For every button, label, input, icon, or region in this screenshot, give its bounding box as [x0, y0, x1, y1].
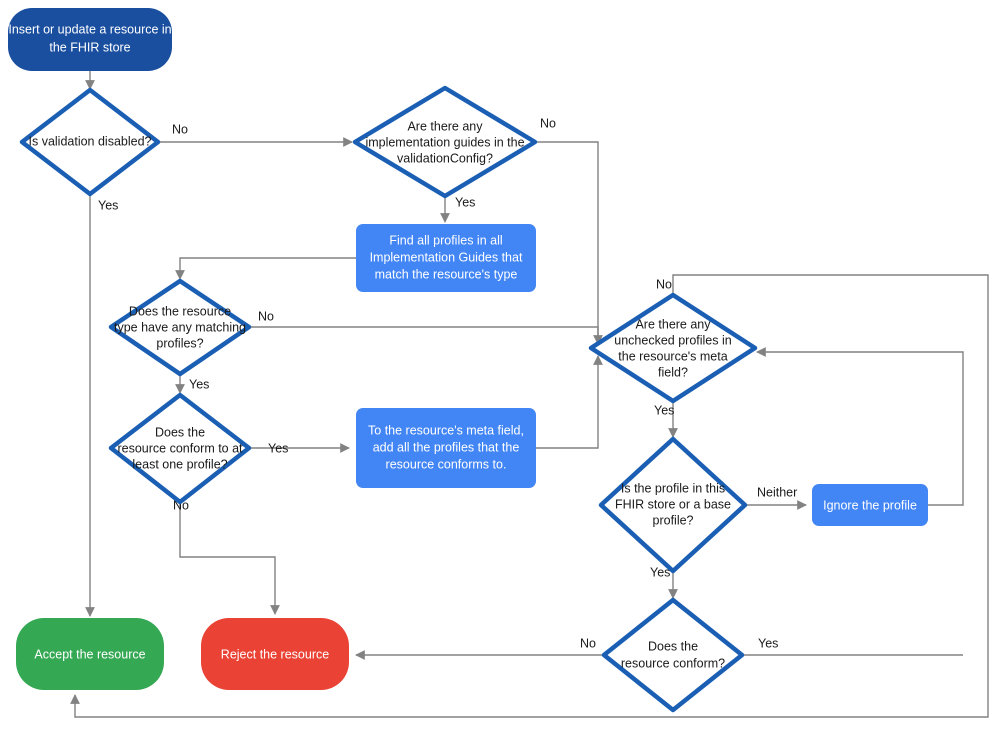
profile-in-store-label-line-1: Is the profile in this [621, 481, 725, 495]
matching-profiles-label-line-2: type have any matching [114, 320, 246, 334]
edge-label-unchecked-no: No [656, 277, 672, 291]
matching-profiles-shape [108, 278, 252, 377]
accept-shape [16, 618, 164, 690]
conform-one-profile-label-line-3: least one profile? [132, 457, 227, 471]
edge-label-validation-no: No [172, 122, 188, 136]
edge-label-resourceconform-no: No [580, 636, 596, 650]
add-profiles-meta-label-line-3: resource conforms to. [386, 457, 507, 471]
implementation-guides-shape [352, 85, 538, 199]
conform-one-profile-label-line-1: Does the [155, 425, 205, 439]
start-label-line-2: the FHIR store [49, 40, 130, 54]
edge-label-ig-no: No [540, 116, 556, 130]
node-matching-profiles[interactable]: Does the resource type have any matching… [108, 278, 252, 377]
node-ignore-profile[interactable]: Ignore the profile [812, 484, 928, 526]
edge-label-ig-yes: Yes [455, 195, 475, 209]
node-conform-one-profile[interactable]: Does the resource conform to at least on… [108, 392, 252, 505]
edge-addmeta-to-unchecked [536, 355, 603, 449]
reject-label: Reject the resource [221, 647, 329, 661]
resource-conform-shape [601, 597, 745, 713]
find-profiles-label-line-3: match the resource's type [375, 267, 518, 281]
implementation-guides-label-line-1: Are there any [407, 119, 483, 133]
edge-findprofiles-to-matching [175, 257, 356, 280]
edge-label-matching-no: No [258, 309, 274, 323]
find-profiles-shape [356, 224, 536, 292]
ignore-profile-shape [812, 484, 928, 526]
node-find-profiles[interactable]: Find all profiles in all Implementation … [356, 224, 536, 292]
accept-label: Accept the resource [34, 647, 145, 661]
matching-profiles-label-line-1: Does the resource [129, 304, 231, 318]
node-profile-in-store[interactable]: Is the profile in this FHIR store or a b… [598, 436, 748, 574]
edge-label-profilestore-neither: Neither [757, 485, 797, 499]
edge-ignore-to-unchecked [756, 347, 964, 506]
matching-profiles-label-line-3: profiles? [156, 336, 203, 350]
edge-label-matching-yes: Yes [189, 377, 209, 391]
profile-in-store-label-line-3: profile? [653, 513, 694, 527]
edge-conformone-no [179, 504, 280, 615]
edge-label-profilestore-yes: Yes [650, 565, 670, 579]
reject-shape [201, 618, 349, 690]
find-profiles-label-line-1: Find all profiles in all [389, 233, 502, 247]
add-profiles-meta-shape [356, 408, 536, 488]
node-validation-disabled[interactable]: Is validation disabled? [19, 87, 161, 197]
edge-unchecked-no [70, 274, 989, 718]
add-profiles-meta-label-line-1: To the resource's meta field, [368, 423, 524, 437]
edge-matching-no [249, 326, 603, 345]
edge-label-unchecked-yes: Yes [654, 403, 674, 417]
start-shape [8, 8, 172, 71]
profile-in-store-label-line-2: FHIR store or a base [615, 497, 731, 511]
node-add-profiles-meta[interactable]: To the resource's meta field, add all th… [356, 408, 536, 488]
conform-one-profile-shape [108, 392, 252, 505]
edges-layer [70, 71, 989, 718]
implementation-guides-label-line-2: implementation guides in the [365, 135, 524, 149]
implementation-guides-label-line-3: validationConfig? [397, 151, 493, 165]
validation-disabled-label-line-1: Is validation disabled? [29, 134, 152, 148]
node-implementation-guides[interactable]: Are there any implementation guides in t… [352, 85, 538, 199]
node-resource-conform[interactable]: Does the resource conform? [601, 597, 745, 713]
node-unchecked-profiles[interactable]: Are there any unchecked profiles in the … [588, 292, 758, 404]
ignore-profile-label-line-1: Ignore the profile [823, 498, 917, 512]
unchecked-profiles-label-line-4: field? [658, 365, 688, 379]
unchecked-profiles-label-line-1: Are there any [635, 317, 711, 331]
conform-one-profile-label-line-2: resource conform to at [117, 441, 243, 455]
edge-label-conformone-yes: Yes [268, 441, 288, 455]
validation-disabled-shape [19, 87, 161, 197]
unchecked-profiles-label-line-2: unchecked profiles in [614, 333, 731, 347]
edge-label-resourceconform-yes: Yes [758, 636, 778, 650]
edge-labels-layer: No Yes No Yes No Yes Yes No No Yes Neith… [98, 116, 797, 650]
edge-ig-no [535, 141, 603, 353]
resource-conform-label-line-1: Does the [648, 639, 698, 653]
unchecked-profiles-shape [588, 292, 758, 404]
edge-label-validation-yes: Yes [98, 198, 118, 212]
node-accept[interactable]: Accept the resource [16, 618, 164, 690]
profile-in-store-shape [598, 436, 748, 574]
start-label-line-1: Insert or update a resource in [8, 22, 171, 36]
unchecked-profiles-label-line-3: the resource's meta [618, 349, 727, 363]
resource-conform-label-line-2: resource conform? [621, 656, 725, 670]
node-reject[interactable]: Reject the resource [201, 618, 349, 690]
node-start[interactable]: Insert or update a resource in the FHIR … [8, 8, 172, 71]
find-profiles-label-line-2: Implementation Guides that [370, 250, 523, 264]
add-profiles-meta-label-line-2: add all the profiles that the [373, 440, 520, 454]
